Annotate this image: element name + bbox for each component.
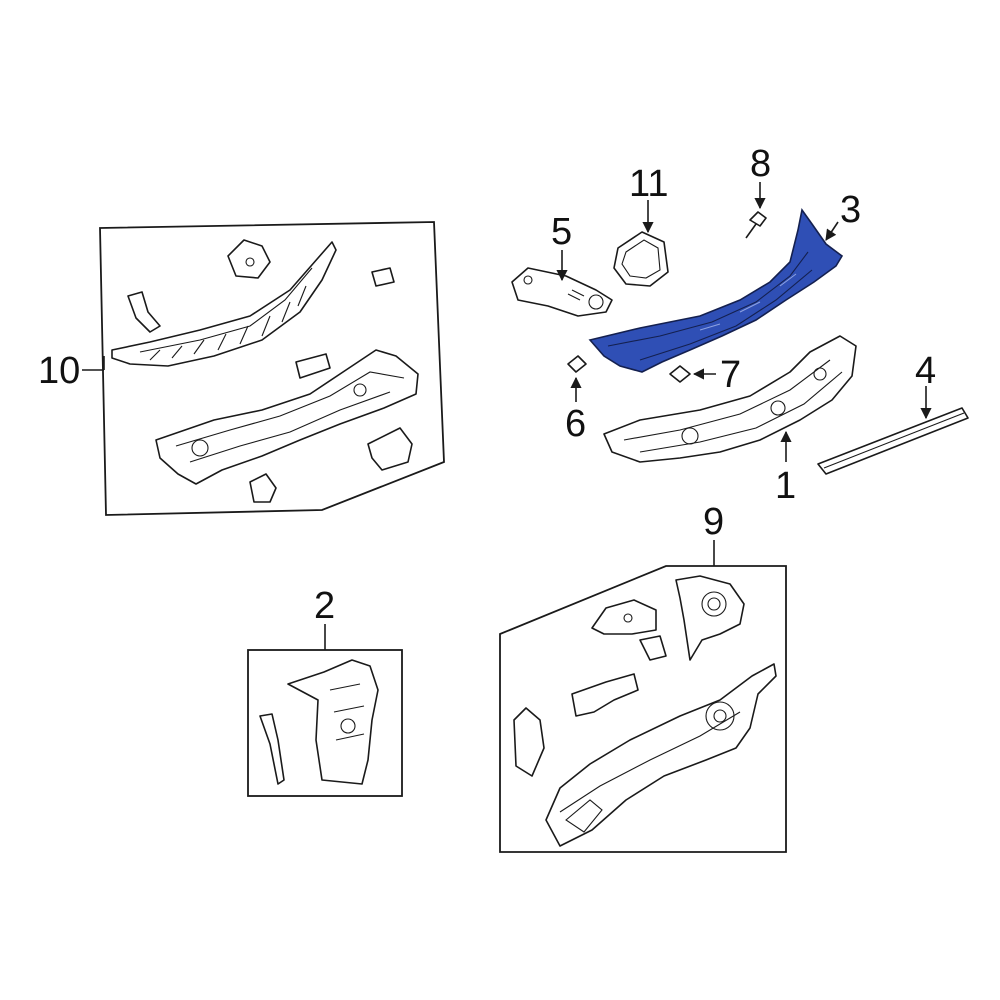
small-bracket-d[interactable] <box>367 427 413 471</box>
callout-11: 11 <box>629 163 668 205</box>
group-10-assembly[interactable] <box>99 221 445 516</box>
callout-10: 10 <box>38 350 80 392</box>
strut-tower-bracket[interactable] <box>675 575 745 661</box>
callout-3: 3 <box>840 189 861 231</box>
group-9-assembly[interactable] <box>499 565 787 853</box>
upper-bracket-b[interactable] <box>639 635 667 661</box>
side-patch[interactable] <box>513 707 545 777</box>
mid-bracket[interactable] <box>571 673 639 717</box>
small-clip-b[interactable] <box>249 473 277 503</box>
cowl-panel-body[interactable] <box>588 208 844 373</box>
small-bracket-c[interactable] <box>295 353 331 379</box>
small-bracket-a[interactable] <box>227 239 271 279</box>
part-8-bolt[interactable] <box>745 211 767 239</box>
small-bracket-b[interactable] <box>127 291 161 333</box>
lower-plenum-panel[interactable] <box>155 349 419 485</box>
callout-4: 4 <box>915 350 936 392</box>
part-7-clip[interactable] <box>669 365 691 383</box>
side-panel-reinforcement[interactable] <box>287 659 379 785</box>
callout-1: 1 <box>775 465 796 507</box>
callout-6: 6 <box>565 403 586 445</box>
callout-8: 8 <box>750 143 771 185</box>
callout-9: 9 <box>703 501 724 543</box>
group-2-assembly[interactable] <box>247 649 403 797</box>
part-5-bracket[interactable] <box>511 267 613 317</box>
small-clip-a[interactable] <box>371 267 395 287</box>
part-1-lower-cowl[interactable] <box>603 335 857 463</box>
callout-7: 7 <box>720 354 741 396</box>
part-6-clip[interactable] <box>567 355 587 373</box>
side-bracket-small[interactable] <box>259 713 285 785</box>
callout-5: 5 <box>551 211 572 253</box>
callout-2: 2 <box>314 585 335 627</box>
part-3-cowl-panel-highlighted[interactable] <box>588 208 844 373</box>
part-11-pad[interactable] <box>613 231 669 287</box>
upper-cowl-rail[interactable] <box>111 241 337 367</box>
